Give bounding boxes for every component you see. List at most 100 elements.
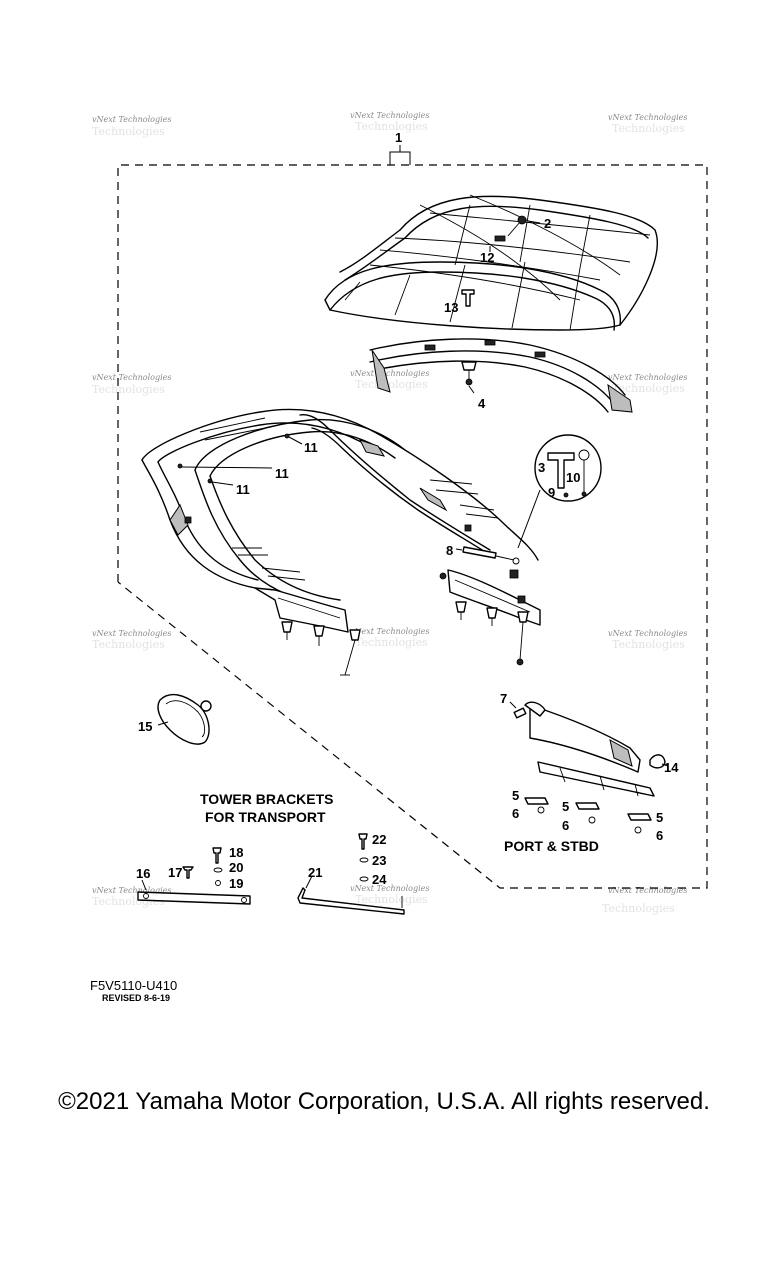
- watermark-text: vNext Technologies: [608, 373, 687, 382]
- washer-plate-icon: [524, 797, 549, 805]
- callout-2: 2: [544, 216, 551, 231]
- callout-17: 17: [168, 865, 182, 880]
- leader-8: [455, 548, 463, 551]
- canopy-frame: [324, 194, 658, 331]
- washer-icon: [359, 857, 369, 863]
- callout-10: 10: [566, 470, 580, 485]
- callout-6a: 6: [512, 806, 519, 821]
- watermark-shadow: Technologies: [92, 125, 165, 138]
- washer-icon: [213, 867, 223, 873]
- watermark-shadow: Technologies: [612, 122, 685, 135]
- watermark-text: vNext Technologies: [350, 111, 429, 120]
- tower-foot-bolts: [281, 601, 529, 676]
- leader-15: [157, 721, 169, 726]
- assembly-bracket: [389, 145, 411, 165]
- leader-4: [468, 385, 475, 394]
- callout-18: 18: [229, 845, 243, 860]
- watermark-text: vNext Technologies: [608, 113, 687, 122]
- callout-15: 15: [138, 719, 152, 734]
- callout-5c: 5: [656, 810, 663, 825]
- canopy-hinge-rail: [369, 338, 633, 413]
- tower-brackets-subtitle: FOR TRANSPORT: [205, 809, 326, 825]
- pin-icon: [513, 707, 527, 719]
- gas-strut-icon: [462, 546, 497, 559]
- watermark-shadow: Technologies: [92, 638, 165, 651]
- leader-2: [527, 220, 541, 224]
- washer-plate-icon: [627, 813, 652, 821]
- watermark-shadow: Technologies: [355, 636, 428, 649]
- callout-11c: 11: [236, 482, 250, 497]
- leader-11c: [211, 481, 234, 486]
- nut-icon: [215, 880, 221, 886]
- bracket-plate-icon: [137, 891, 251, 905]
- detail-circle: [534, 434, 602, 502]
- leader-14: [661, 763, 669, 767]
- assembly-boundary: [117, 164, 708, 889]
- watermark-text: vNext Technologies: [350, 627, 429, 636]
- watermark-text: vNext Technologies: [92, 629, 171, 638]
- port-stbd-label: PORT & STBD: [504, 838, 599, 854]
- callout-11b: 11: [275, 466, 289, 481]
- nut-icon: [634, 826, 642, 834]
- watermark-shadow: Technologies: [355, 893, 428, 906]
- callout-16: 16: [136, 866, 150, 881]
- watermark-shadow: Technologies: [355, 378, 428, 391]
- watermark-shadow: Technologies: [612, 382, 685, 395]
- callout-4: 4: [478, 396, 486, 411]
- callout-12: 12: [480, 250, 494, 265]
- mirror-icon: [157, 693, 210, 745]
- callout-8: 8: [446, 543, 453, 558]
- bolt-icon: [358, 833, 368, 850]
- callout-1: 1: [395, 130, 402, 145]
- callout-9: 9: [548, 485, 555, 500]
- callout-23: 23: [372, 853, 386, 868]
- light-icon: [649, 754, 666, 769]
- tee-clip-icon: [461, 289, 475, 307]
- wake-tower: [141, 408, 541, 633]
- leader-11a: [288, 436, 303, 445]
- tee-pin-icon: [547, 452, 575, 489]
- callout-6c: 6: [656, 828, 663, 843]
- callout-3: 3: [538, 460, 545, 475]
- watermark-text: vNext Technologies: [350, 369, 429, 378]
- nut-icon: [537, 806, 545, 814]
- watermark-shadow: Technologies: [92, 383, 165, 396]
- watermark-shadow: Technologies: [612, 638, 685, 651]
- tower-brackets-title: TOWER BRACKETS: [200, 791, 334, 807]
- callout-13: 13: [444, 300, 458, 315]
- leader-7: [509, 701, 517, 709]
- callout-6b: 6: [562, 818, 569, 833]
- callout-5b: 5: [562, 799, 569, 814]
- watermark-shadow: Technologies: [602, 902, 675, 915]
- leader-16: [141, 879, 147, 891]
- leader-11b: [181, 466, 273, 469]
- watermark-text: vNext Technologies: [608, 629, 687, 638]
- revision-date: REVISED 8-6-19: [102, 993, 171, 1003]
- bolt-icon: [212, 847, 222, 864]
- nut-icon: [588, 816, 596, 824]
- side-mount: [524, 701, 655, 797]
- watermark-text: vNext Technologies: [92, 115, 171, 124]
- leader-21: [305, 875, 313, 889]
- nut-icon: [359, 876, 369, 882]
- callout-22: 22: [372, 832, 386, 847]
- strap-clip-icon: [494, 235, 506, 242]
- bracket-arm-icon: [297, 887, 405, 915]
- callout-19: 19: [229, 876, 243, 891]
- callout-11a: 11: [304, 440, 318, 455]
- callout-7: 7: [500, 691, 507, 706]
- watermark-shadow: Technologies: [355, 120, 428, 133]
- knob-shaft: [507, 221, 521, 237]
- mount-knob-icon: [461, 361, 477, 371]
- knob-icon: [517, 215, 527, 225]
